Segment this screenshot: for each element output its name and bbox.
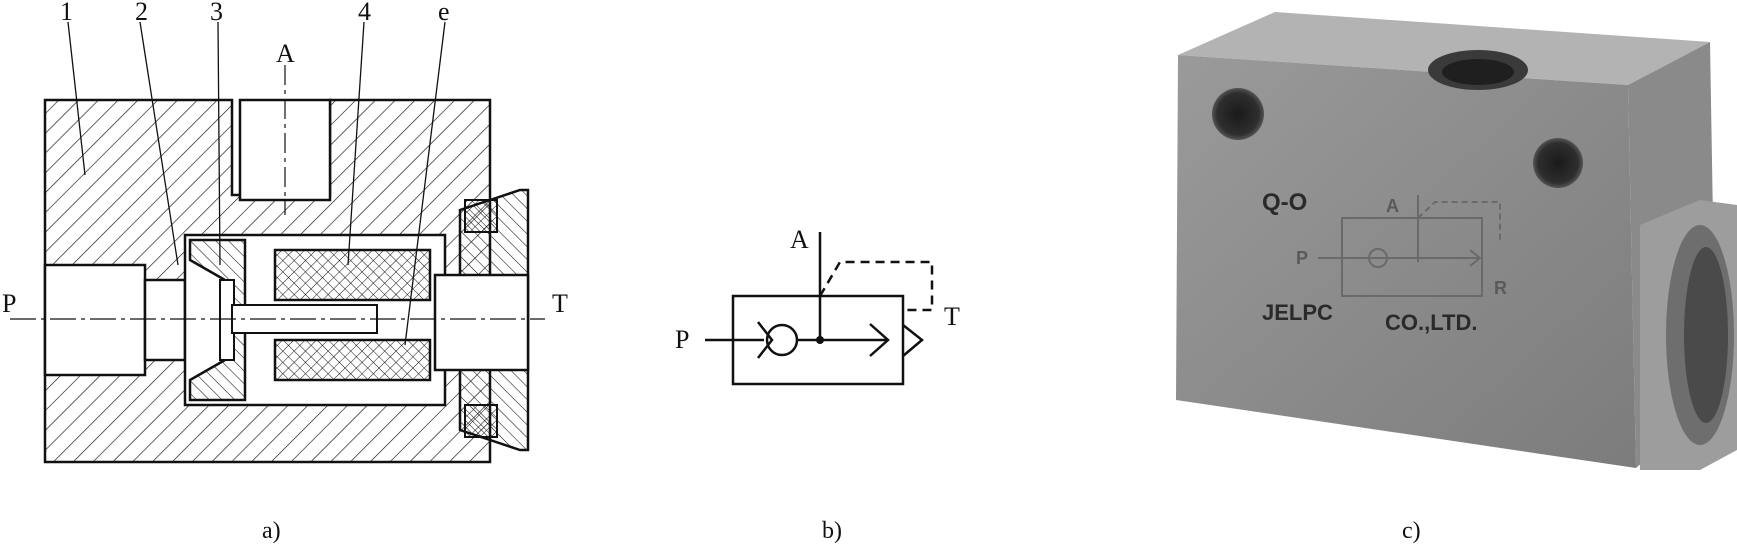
symbol-view: A P T b) [675, 225, 960, 544]
inlet-bore [43, 263, 147, 377]
exhaust-port [902, 324, 924, 357]
leader-e [404, 21, 446, 346]
block-front-face [1176, 55, 1636, 468]
port-label-t: T [552, 289, 568, 318]
caption-a: a) [262, 518, 281, 544]
seal-ring-top [464, 199, 498, 233]
printed-symbol [1318, 195, 1501, 297]
photo-maker-suffix: CO.,LTD. [1385, 310, 1477, 335]
flow-arrow [869, 323, 890, 357]
mount-hole-right [1533, 138, 1583, 188]
section-view: 1 2 3 4 e A P T a) [2, 0, 568, 544]
part-label-e: e [438, 0, 450, 26]
leader-3 [217, 21, 221, 266]
pilot-line [818, 260, 934, 312]
check-seat [757, 321, 774, 359]
photo-port-a: A [1386, 196, 1399, 216]
block-top-face [1178, 12, 1710, 85]
part-label-4: 4 [358, 0, 371, 26]
leader-2 [139, 21, 179, 266]
part-label-3: 3 [210, 0, 223, 26]
seal-ring-bottom [464, 404, 498, 438]
mount-hole-left [1212, 88, 1264, 140]
symbol-label-t: T [944, 302, 960, 331]
side-port-hole [1684, 247, 1728, 423]
part-label-2: 2 [135, 0, 148, 26]
leader-1 [67, 21, 86, 176]
port-label-p: P [2, 289, 16, 318]
port-label-a: A [276, 39, 295, 68]
product-photo: Q-O A P R JELPC CO.,LTD. c) [1176, 12, 1737, 544]
leader-4 [347, 21, 365, 266]
symbol-label-a: A [790, 225, 809, 254]
photo-maker: JELPC [1262, 300, 1333, 325]
caption-c: c) [1402, 518, 1421, 544]
photo-port-r: R [1494, 278, 1507, 298]
outlet-bore [433, 273, 530, 372]
part-label-1: 1 [60, 0, 73, 26]
inlet-step [143, 278, 187, 362]
sleeve-lower [273, 338, 432, 382]
top-port-inner [1442, 59, 1514, 85]
photo-port-p: P [1296, 248, 1308, 268]
photo-model: Q-O [1262, 189, 1307, 216]
sleeve-upper [273, 248, 432, 302]
symbol-label-p: P [675, 325, 689, 354]
caption-b: b) [822, 518, 842, 544]
